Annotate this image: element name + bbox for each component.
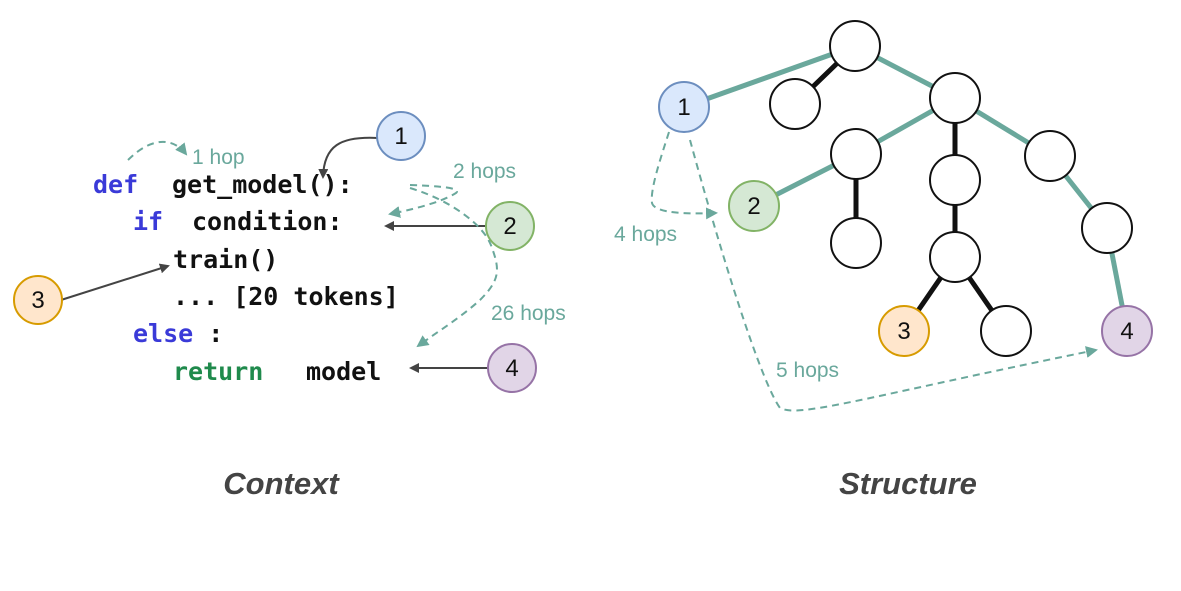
code-model: model [306,357,381,386]
structure-marker-4: 4 [1101,305,1153,357]
hop-label-26: 26 hops [491,302,566,325]
hop-arrow-1 [127,140,188,161]
tree-node [830,128,882,180]
marker-3-label: 3 [31,287,44,314]
tree-node [1081,202,1133,254]
context-marker-1: 1 [376,111,426,161]
tree-node [929,154,981,206]
marker-4-label: 4 [1120,318,1133,345]
code-condition: condition: [192,207,343,236]
context-caption: Context [223,466,340,501]
tree-node [929,231,981,283]
context-marker-4: 4 [487,343,537,393]
hop-label-5: 5 hops [776,359,839,382]
context-marker-3: 3 [13,275,63,325]
code-line-5: else : [133,319,223,348]
hop-arrow-5 [689,139,1098,412]
structure-marker-1: 1 [658,81,710,133]
code-function-name: get_model(): [172,170,353,199]
structure-marker-2: 2 [728,180,780,232]
tree-nodes [769,20,1133,357]
tree-node [1024,130,1076,182]
pointer-arrow-1 [318,136,379,179]
marker-1-label: 1 [394,123,407,150]
code-colon: : [208,319,223,348]
hop-label-1: 1 hop [192,146,245,169]
context-marker-2: 2 [485,201,535,251]
hop-label-4: 4 hops [614,223,677,246]
tree-node [929,72,981,124]
code-line-6: return model [173,357,381,386]
marker-2-label: 2 [747,193,760,220]
hop-arrow-26 [409,187,498,348]
marker-4-label: 4 [505,355,518,382]
keyword-def: def [93,170,138,199]
code-line-2: if condition: [133,207,343,236]
tree-node [829,20,881,72]
code-line-4: ... [20 tokens] [173,282,399,311]
code-line-3: train() [173,245,278,274]
hop-arrow-4 [650,131,718,220]
tree-node [769,78,821,130]
structure-caption: Structure [839,466,977,501]
keyword-if: if [133,207,163,236]
pointer-arrow-3 [60,263,170,301]
hop-arrow-2 [388,184,458,218]
keyword-else: else [133,319,193,348]
structure-marker-3: 3 [878,305,930,357]
tree-node [830,217,882,269]
hop-label-2: 2 hops [453,160,516,183]
context-panel: def get_model(): if condition: train() .… [13,111,566,501]
code-line-1: def get_model(): [93,170,353,199]
marker-2-label: 2 [503,213,516,240]
marker-3-label: 3 [897,318,910,345]
marker-1-label: 1 [677,94,690,121]
tree-node [980,305,1032,357]
structure-panel: 4 hops 5 hops 1 2 3 4 Structure [614,20,1153,501]
keyword-return: return [173,357,263,386]
